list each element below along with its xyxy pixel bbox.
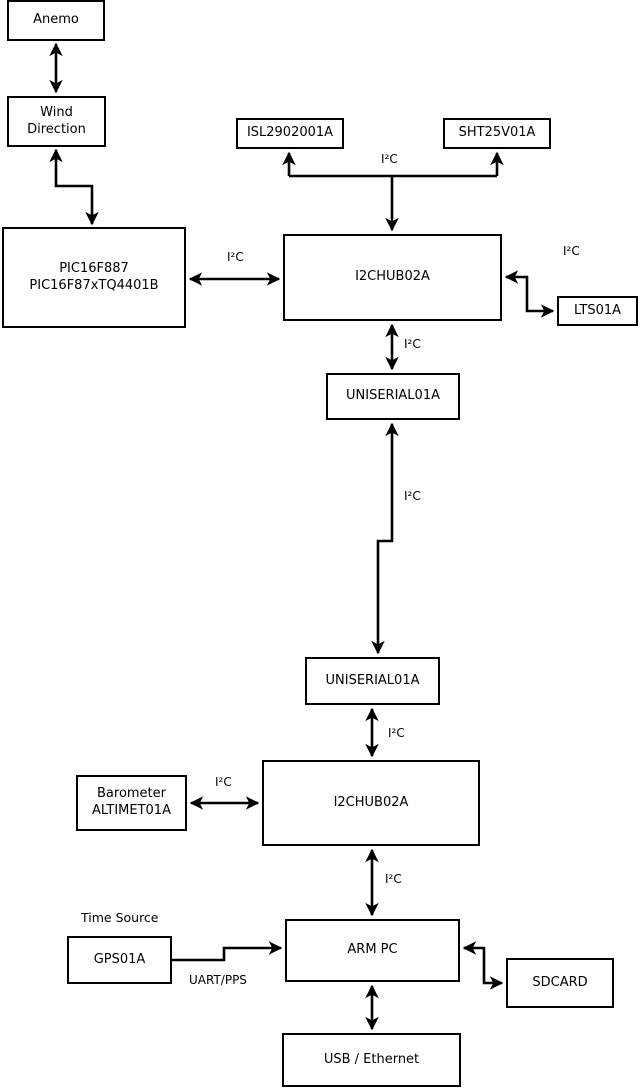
node-sdcard-label: SDCARD	[532, 974, 588, 990]
node-arm-pc[interactable]: ARM PC	[285, 919, 460, 982]
node-isl2902001a-label: ISL2902001A	[246, 125, 334, 141]
node-anemo[interactable]: Anemo	[7, 0, 105, 41]
node-wind-direction-label-line1: Wind	[40, 104, 73, 120]
node-pic-mcu[interactable]: PIC16F887 PIC16F87xTQ4401B	[2, 227, 186, 328]
node-uniserial01a-bottom[interactable]: UNISERIAL01A	[305, 657, 440, 705]
wire-label-hub-lts: I²C	[563, 244, 580, 258]
node-i2chub02a-bottom[interactable]: I2CHUB02A	[262, 760, 480, 846]
wire-armpc-sdcard	[462, 941, 504, 990]
node-sdcard[interactable]: SDCARD	[506, 958, 614, 1008]
node-lts01a-label: LTS01A	[573, 302, 622, 318]
wire-uniserial-long	[371, 422, 399, 655]
node-lts01a[interactable]: LTS01A	[557, 296, 638, 326]
node-pic-mcu-label-line2: PIC16F87xTQ4401B	[29, 277, 159, 293]
wire-label-hub-uniserial: I²C	[404, 337, 421, 351]
node-uniserial01a-top[interactable]: UNISERIAL01A	[326, 373, 460, 420]
node-i2chub02a-bottom-label: I2CHUB02A	[333, 794, 409, 810]
node-usb-ethernet[interactable]: USB / Ethernet	[282, 1033, 461, 1087]
node-pic-mcu-label-line1: PIC16F887	[59, 260, 129, 276]
node-barometer-label-line2: ALTIMET01A	[92, 803, 171, 818]
wire-label-uniserial-long: I²C	[404, 489, 421, 503]
node-wind-direction[interactable]: Wind Direction	[7, 96, 106, 147]
wire-gps-armpc	[172, 941, 283, 962]
wire-label-hub-armpc: I²C	[385, 872, 402, 886]
node-uniserial01a-bottom-label: UNISERIAL01A	[325, 672, 420, 688]
wire-label-uniserial-hub-bottom: I²C	[388, 726, 405, 740]
node-isl2902001a[interactable]: ISL2902001A	[236, 118, 344, 149]
wire-label-pic-hub: I²C	[227, 250, 244, 264]
wire-label-isl-sht-bus: I²C	[381, 152, 398, 166]
wire-label-uart-pps: UART/PPS	[189, 973, 247, 987]
node-barometer-altimet01a[interactable]: Barometer ALTIMET01A	[76, 775, 187, 831]
wire-label-barometer-hub: I²C	[215, 775, 232, 789]
node-usb-ethernet-label: USB / Ethernet	[323, 1051, 420, 1067]
node-arm-pc-label: ARM PC	[347, 942, 398, 958]
node-anemo-label: Anemo	[33, 12, 79, 28]
node-i2chub02a-top[interactable]: I2CHUB02A	[283, 234, 502, 321]
node-gps01a[interactable]: GPS01A	[67, 936, 172, 984]
node-sht25v01a-label: SHT25V01A	[458, 125, 536, 141]
node-uniserial01a-top-label: UNISERIAL01A	[346, 388, 440, 404]
node-i2chub02a-top-label: I2CHUB02A	[355, 269, 430, 285]
node-gps01a-label: GPS01A	[93, 951, 146, 967]
label-time-source: Time Source	[81, 910, 159, 925]
node-sht25v01a[interactable]: SHT25V01A	[443, 118, 551, 149]
node-barometer-label-line1: Barometer	[97, 786, 166, 802]
node-wind-direction-label-line2: Direction	[27, 121, 86, 137]
wire-hubtop-lts	[504, 270, 555, 318]
wire-wind-pic	[49, 148, 99, 226]
